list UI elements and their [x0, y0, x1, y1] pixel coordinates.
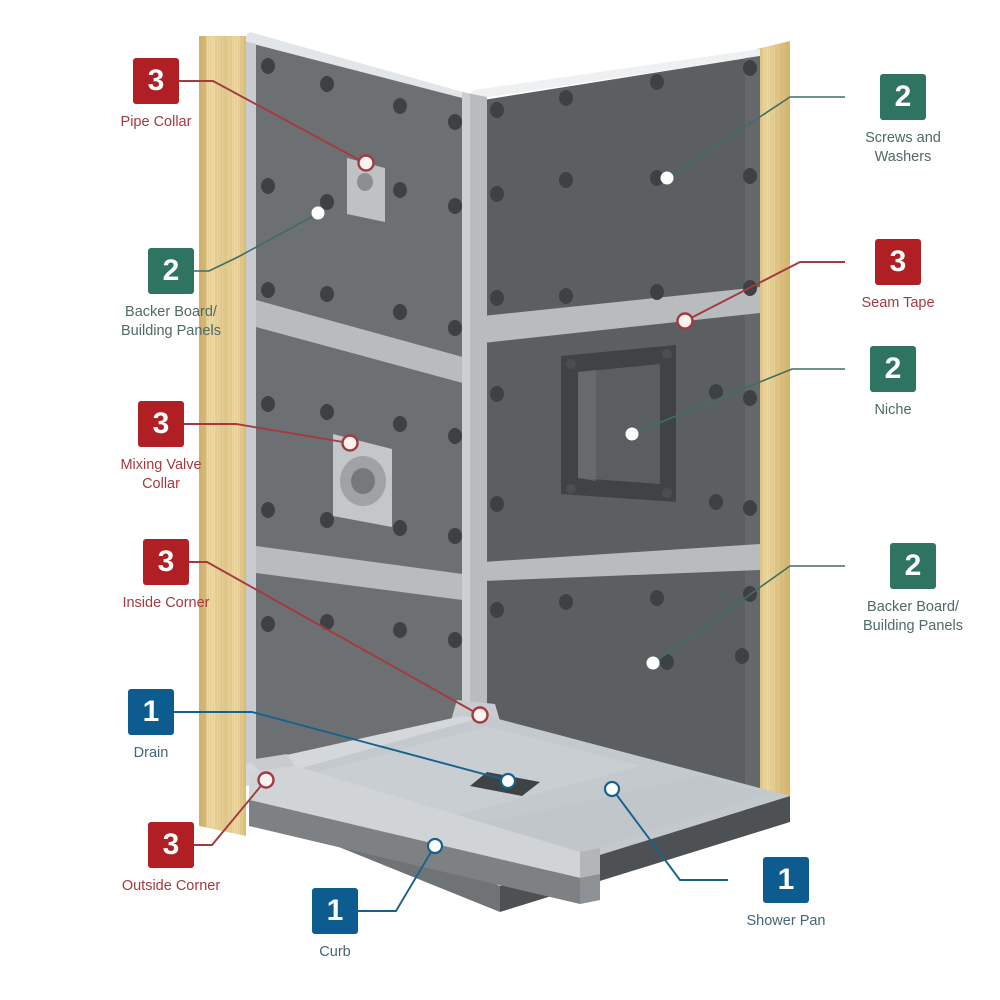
- leader-drain: [155, 711, 517, 790]
- pipe-collar-detail: [347, 158, 385, 222]
- callout-seam-tape[interactable]: 3 Seam Tape: [848, 239, 948, 313]
- curb: [249, 754, 600, 904]
- callout-badge[interactable]: 1: [763, 857, 809, 903]
- callout-screws-and-washers[interactable]: 2 Screws and Washers: [848, 74, 958, 167]
- callout-shower-pan[interactable]: 1 Shower Pan: [731, 857, 841, 931]
- callout-badge[interactable]: 2: [148, 248, 194, 294]
- callout-badge[interactable]: 1: [312, 888, 358, 934]
- callout-badge[interactable]: 3: [133, 58, 179, 104]
- right-wall-assembly: [470, 49, 760, 812]
- callout-label: Curb: [319, 944, 351, 960]
- leader-seam-tape: [676, 261, 845, 330]
- leader-shower-pan: [603, 780, 728, 881]
- callout-badge[interactable]: 3: [143, 539, 189, 585]
- inside-corner-tape: [450, 92, 502, 744]
- callout-curb[interactable]: 1 Curb: [290, 888, 380, 962]
- callout-label: Pipe Collar: [120, 114, 192, 130]
- callout-label: Backer Board/ Building Panels: [863, 599, 963, 635]
- callout-label: Mixing Valve Collar: [120, 457, 202, 493]
- leader-backer-board-right: [646, 565, 845, 670]
- callout-outside-corner[interactable]: 3 Outside Corner: [106, 822, 236, 896]
- screw-washer-group-right: [490, 60, 757, 670]
- callout-badge[interactable]: 1: [128, 689, 174, 735]
- niche-detail: [561, 345, 676, 502]
- callout-badge[interactable]: 2: [880, 74, 926, 120]
- seam-tape-band: [483, 544, 760, 581]
- callout-label: Shower Pan: [746, 913, 826, 929]
- leader-screws-and-washers: [660, 96, 845, 185]
- wood-stud-right: [757, 41, 790, 828]
- callout-badge[interactable]: 3: [138, 401, 184, 447]
- callout-label: Seam Tape: [861, 295, 935, 311]
- callout-pipe-collar[interactable]: 3 Pipe Collar: [106, 58, 206, 132]
- leader-curb: [339, 837, 444, 912]
- screw-washer-group-left: [261, 58, 462, 648]
- callout-niche[interactable]: 2 Niche: [848, 346, 938, 420]
- callout-inside-corner[interactable]: 3 Inside Corner: [106, 539, 226, 613]
- callout-label: Backer Board/ Building Panels: [121, 304, 221, 340]
- seam-tape-band: [256, 546, 470, 601]
- callout-badge[interactable]: 2: [890, 543, 936, 589]
- seam-tape-band: [256, 300, 470, 385]
- callout-label: Screws and Washers: [865, 130, 941, 166]
- left-wall-assembly: [246, 32, 470, 770]
- callout-badge[interactable]: 3: [148, 822, 194, 868]
- callout-badge[interactable]: 2: [870, 346, 916, 392]
- mixing-valve-collar-detail: [333, 434, 392, 527]
- callout-label: Outside Corner: [121, 878, 221, 894]
- callout-drain[interactable]: 1 Drain: [106, 689, 196, 763]
- callout-label: Drain: [133, 745, 169, 761]
- callout-backer-board-right[interactable]: 2 Backer Board/ Building Panels: [848, 543, 978, 636]
- callout-label: Inside Corner: [122, 595, 210, 611]
- seam-tape-band: [483, 287, 760, 343]
- callout-badge[interactable]: 3: [875, 239, 921, 285]
- callout-mixing-valve-collar[interactable]: 3 Mixing Valve Collar: [106, 401, 216, 494]
- callout-backer-board-left[interactable]: 2 Backer Board/ Building Panels: [106, 248, 236, 341]
- leader-niche: [625, 368, 845, 441]
- wood-stud-left: [199, 36, 246, 836]
- callout-label: Niche: [874, 402, 912, 418]
